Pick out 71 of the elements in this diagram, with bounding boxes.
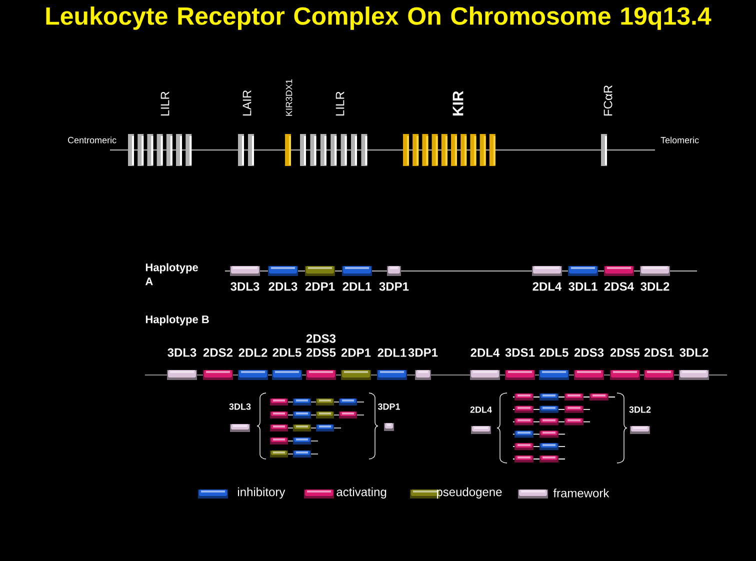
node-label: 2DP1 xyxy=(305,282,335,291)
gene-box: 2DP1 xyxy=(341,348,371,380)
node-label: 3DP1 xyxy=(378,403,400,410)
node-label: 3DL2 xyxy=(680,348,708,357)
gene-box: 3DP1 xyxy=(379,266,409,291)
gene-box: 2DS4 xyxy=(604,266,634,291)
node-label: 2DS3 2DS5 xyxy=(306,334,336,357)
gene-box: 2DL3 xyxy=(268,266,298,291)
legend-label: inhibitory xyxy=(238,487,286,499)
gene-family-label: KIR3DX1 xyxy=(286,79,292,116)
gene-box: 3DS1 xyxy=(505,348,535,380)
end-label: Centromeric xyxy=(68,136,116,144)
node-label: 3DL3 xyxy=(168,348,196,357)
gene-box: 3DL3 xyxy=(167,348,197,380)
node-label: 2DS4 xyxy=(604,282,634,291)
node-label: 2DP1 xyxy=(341,348,371,357)
gene-box: 2DL4 xyxy=(532,266,562,291)
gene-box: 2DS3 2DS5 xyxy=(306,334,336,380)
node-label: 2DL3 xyxy=(268,282,298,291)
node-label: 2DL4 xyxy=(532,282,562,291)
node-label: 2DL5 xyxy=(540,348,568,357)
node-label: 3DL2 xyxy=(629,406,651,413)
gene-box: 3DP1 xyxy=(378,403,400,431)
node-label: 2DL4 xyxy=(470,406,492,413)
title: Leukocyte Receptor Complex On Chromosome 19q13.4 xyxy=(46,6,712,30)
node-label: 2DL1 xyxy=(342,282,372,291)
node-label: 2DS1 xyxy=(644,348,674,357)
node-label: 2DL1 xyxy=(378,348,406,357)
node-label: 3DS1 xyxy=(505,348,535,357)
legend-label: activating xyxy=(336,487,386,499)
gene-box: 2DL4 xyxy=(470,406,492,434)
node-label: 2DL4 xyxy=(470,348,500,357)
gene-family-label: KIR xyxy=(452,90,464,116)
gene-box: 3DP1 xyxy=(408,348,438,380)
gene-family-label: LILR xyxy=(336,92,344,116)
node-label: 3DP1 xyxy=(379,282,409,291)
gene-box: 2DP1 xyxy=(305,266,335,291)
node-label: 3DL3 xyxy=(230,282,260,291)
gene-box: 2DS5 xyxy=(610,348,640,380)
gene-box: 3DL1 xyxy=(568,266,598,291)
gene-box: 2DS3 xyxy=(574,348,604,380)
gene-box: 2DL1 xyxy=(342,266,372,291)
gene-box: 2DL5 xyxy=(272,348,302,380)
node-label: 2DS5 xyxy=(610,348,640,357)
haplotype-label: Haplotype A xyxy=(145,263,198,286)
gene-box: 2DS1 xyxy=(644,348,674,380)
gene-box: 3DL3 xyxy=(229,403,251,432)
node-label: 3DP1 xyxy=(408,348,438,357)
node-label: 3DL2 xyxy=(640,282,670,291)
gene-box: 2DL5 xyxy=(539,348,569,380)
legend-label: pseudogene xyxy=(436,487,502,499)
node-label: 2DS3 xyxy=(574,348,604,357)
gene-box: 2DS2 xyxy=(203,348,233,380)
haplotype-label: Haplotype B xyxy=(146,315,209,326)
gene-box: 2DL2 xyxy=(238,348,268,380)
end-label: Telomeric xyxy=(660,136,699,144)
node-label: 2DS2 xyxy=(203,348,233,357)
legend-label: framework xyxy=(553,488,610,498)
gene-box: 3DL2 xyxy=(640,266,670,291)
gene-box: 2DL1 xyxy=(377,348,407,380)
node-label: 2DL2 xyxy=(238,348,268,357)
node-label: 3DL3 xyxy=(229,403,251,410)
gene-family-label: FCαR xyxy=(604,85,612,116)
gene-box: 3DL2 xyxy=(679,348,709,380)
gene-box: 2DL4 xyxy=(470,348,500,380)
gene-box: 3DL2 xyxy=(629,406,651,434)
node-label: 3DL1 xyxy=(568,282,598,291)
gene-box: 3DL3 xyxy=(230,266,260,291)
gene-family-label: LAIR xyxy=(242,90,252,116)
gene-family-label: LILR xyxy=(160,92,170,116)
node-label: 2DL5 xyxy=(272,348,302,357)
